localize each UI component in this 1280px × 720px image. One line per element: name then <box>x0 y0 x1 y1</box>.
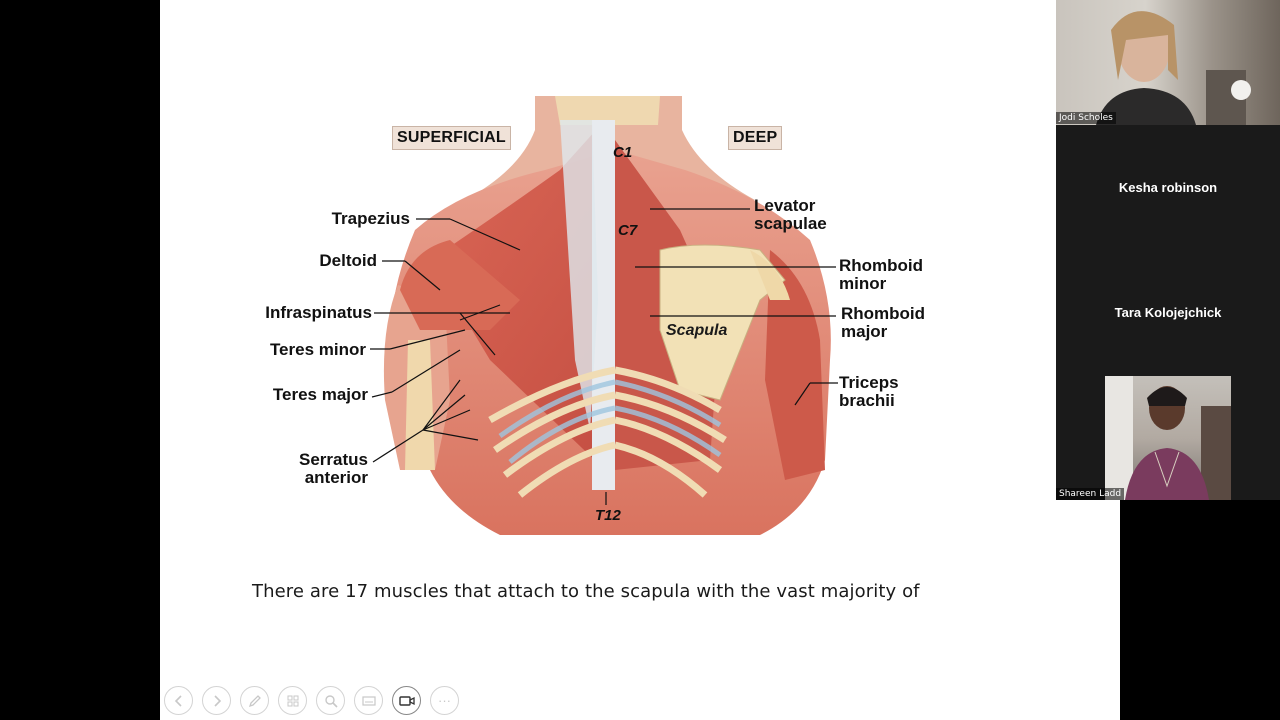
superficial-header: SUPERFICIAL <box>392 126 511 150</box>
participant-name-3: Tara Kolojejchick <box>1114 305 1222 320</box>
label-rhomboid-major-line1: Rhomboid <box>841 304 926 323</box>
presentation-slide: SUPERFICIAL DEEP Trapezius Deltoid Infra… <box>160 0 1120 720</box>
label-deltoid: Deltoid <box>319 251 377 270</box>
participant-name-2: Kesha robinson <box>1118 180 1218 195</box>
subtitles-button[interactable] <box>354 686 383 715</box>
participant-tile-1[interactable]: Jodi Scholes <box>1056 0 1280 125</box>
slides-icon <box>287 695 298 706</box>
slide-caption: There are 17 muscles that attach to the … <box>252 581 920 602</box>
vertebra-t12-label: T12 <box>595 507 621 524</box>
more-icon: ··· <box>438 693 451 708</box>
participant-name-4: Shareen Ladd <box>1056 488 1125 500</box>
next-icon <box>213 694 221 707</box>
deep-header: DEEP <box>728 126 783 150</box>
more-button[interactable]: ··· <box>430 686 459 715</box>
label-rhomboid-major: Rhomboid major <box>841 305 925 341</box>
label-trapezius: Trapezius <box>331 209 410 228</box>
anatomy-drawing <box>370 96 838 535</box>
label-teres-major: Teres major <box>272 385 368 404</box>
zoom-button[interactable] <box>316 686 345 715</box>
participant-video-frame-4 <box>1105 376 1231 500</box>
label-levator-line2: scapulae <box>754 214 827 233</box>
label-rhomboid-minor-line2: minor <box>839 274 887 293</box>
participant-tile-3[interactable]: Tara Kolojejchick <box>1056 250 1280 375</box>
participants-panel: Jodi Scholes Kesha robinson Tara Kolojej… <box>1056 0 1280 500</box>
participant-video-frame-1 <box>1096 11 1251 125</box>
label-rhomboid-minor-line1: Rhomboid <box>839 256 924 275</box>
label-triceps-brachii: Triceps brachii <box>839 374 899 410</box>
label-serratus-line2: anterior <box>304 468 368 487</box>
presentation-toolbar: ··· <box>164 686 459 715</box>
participant-tile-2[interactable]: Kesha robinson <box>1056 125 1280 250</box>
label-levator-line1: Levator <box>754 196 816 215</box>
label-teres-minor: Teres minor <box>269 340 366 359</box>
back-muscles-illustration: SUPERFICIAL DEEP Trapezius Deltoid Infra… <box>160 0 1120 560</box>
label-triceps-line2: brachii <box>839 391 895 410</box>
participant-video-4[interactable] <box>1105 376 1231 500</box>
label-triceps-line1: Triceps <box>839 373 899 392</box>
label-levator-scapulae: Levator scapulae <box>754 197 827 233</box>
pen-icon <box>248 694 261 707</box>
label-serratus-anterior: Serratus anterior <box>268 451 368 487</box>
camera-icon <box>398 695 415 706</box>
previous-button[interactable] <box>164 686 193 715</box>
vertebra-c1-label: C1 <box>613 144 633 161</box>
label-serratus-line1: Serratus <box>299 450 368 469</box>
camera-button[interactable] <box>392 686 421 715</box>
participant-video-1 <box>1056 0 1280 125</box>
scapula-label: Scapula <box>666 322 728 339</box>
zoom-icon <box>324 694 338 708</box>
subtitles-icon <box>361 695 376 706</box>
label-rhomboid-minor: Rhomboid minor <box>839 257 923 293</box>
slides-button[interactable] <box>278 686 307 715</box>
label-infraspinatus: Infraspinatus <box>265 303 372 322</box>
participant-name-1: Jodi Scholes <box>1056 112 1116 124</box>
pen-button[interactable] <box>240 686 269 715</box>
vertebra-c7-label: C7 <box>618 222 638 239</box>
label-rhomboid-major-line2: major <box>841 322 888 341</box>
previous-icon <box>174 694 182 707</box>
next-button[interactable] <box>202 686 231 715</box>
